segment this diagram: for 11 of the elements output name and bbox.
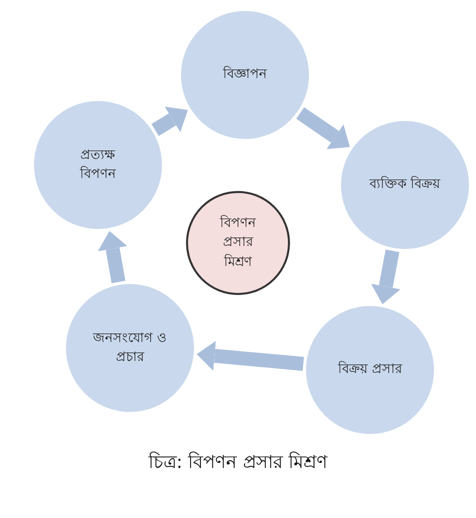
circle-label: জনসংযোগ ও প্রচার: [92, 330, 168, 367]
circle-label: প্রত্যক্ষ বিপণন: [78, 146, 117, 184]
circle-label: ব্যক্তিক বিক্রয়: [369, 175, 441, 194]
circle-label: বিক্রয় প্রসার: [338, 360, 402, 380]
circle-label: বিপণন প্রসার মিশ্রণ: [218, 214, 257, 272]
block-arrow: [296, 107, 350, 150]
block-arrow: [98, 230, 128, 284]
block-arrow: [371, 250, 401, 304]
caption: চিত্র: বিপণন প্রসার মিশ্রণ: [148, 452, 328, 473]
circle-label: বিজ্ঞাপন: [223, 65, 267, 84]
block-arrow: [196, 340, 304, 371]
